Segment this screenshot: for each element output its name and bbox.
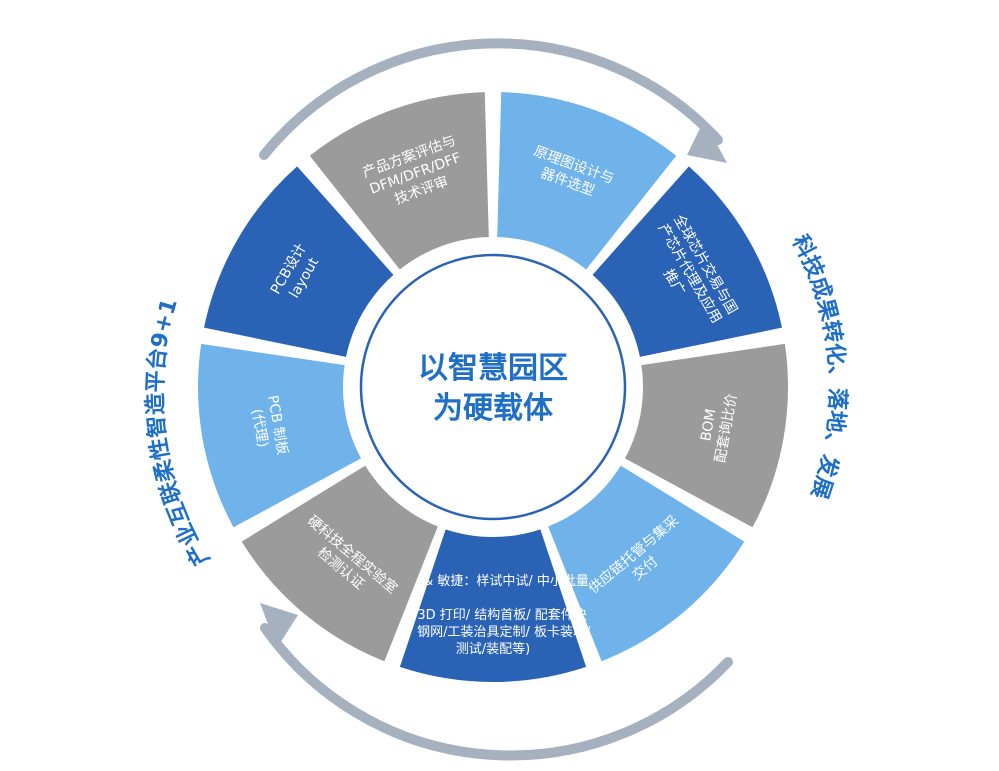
segment-scheme: [309, 92, 489, 270]
center-title-line2: 为硬载体: [433, 391, 554, 426]
center-title-line1: 以智慧园区: [418, 351, 568, 386]
segment-chip: [592, 166, 782, 357]
segment-bom: [624, 343, 788, 528]
bottom-cycle-arrow: [260, 623, 733, 761]
cycle-arrows: [259, 38, 733, 761]
segment-pcbdesign: [204, 166, 394, 357]
top-arrow-head: [687, 120, 727, 163]
segment-lab: [241, 465, 438, 662]
segment-label-line: 制/ 钢网/工装治具定制/ 板卡装联/: [396, 625, 591, 640]
segment-schematic: [497, 92, 677, 270]
right-caption: 科技成果转化、落地、发展: [787, 231, 850, 501]
center-hub: 以智慧园区 为硬载体: [353, 247, 633, 527]
segment-label-line: 测试/装配等): [456, 641, 530, 657]
bottom-arrow-head: [260, 603, 298, 648]
segment-flexible: [399, 529, 587, 682]
service-segments: 产品方案评估与DFM/DFR/DFF技术评审原理图设计与器件选型全球芯片交易与国…: [198, 92, 788, 682]
segment-pcbmake: [198, 343, 362, 528]
center-ring: [359, 253, 627, 521]
segment-supply: [548, 465, 745, 662]
segment-label-line: BOM: [698, 408, 719, 443]
segment-label-line: 柔性& 敏捷：样试中试/ 中小批量: [397, 574, 589, 589]
segment-label-line: (代理): [248, 408, 271, 449]
top-cycle-arrow: [259, 38, 723, 160]
segment-label-line: (含3D 打印/ 结构首板/ 配套件快: [399, 607, 587, 623]
